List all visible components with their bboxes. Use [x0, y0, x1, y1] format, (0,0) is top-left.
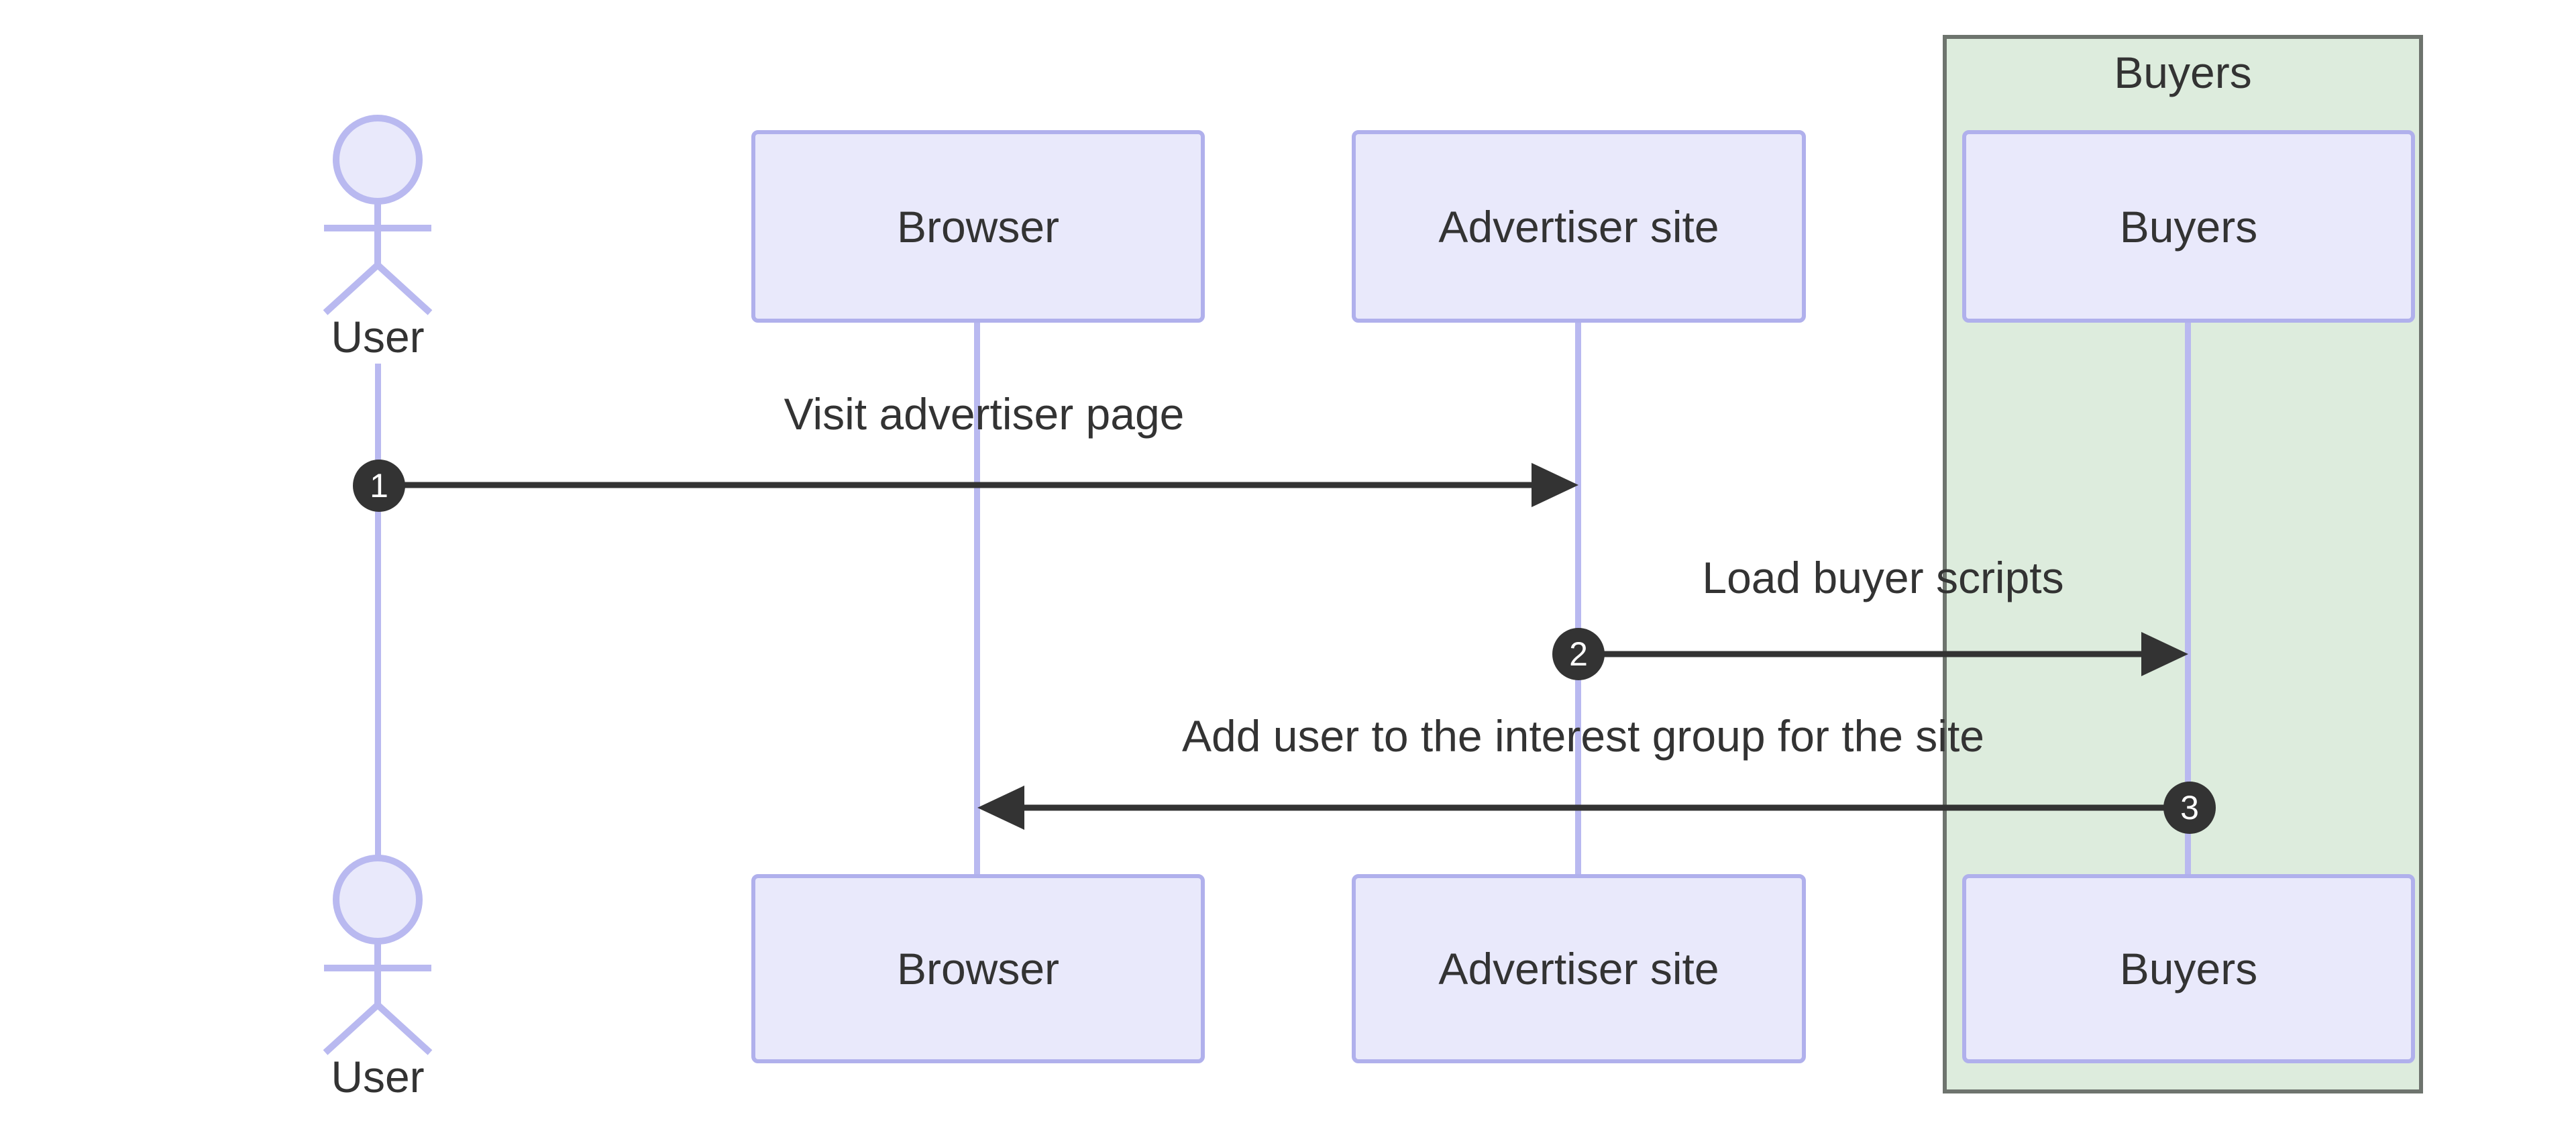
participant-browser-label: Browser — [896, 944, 1060, 994]
lifeline-browser — [974, 321, 980, 876]
actor-label-user-top: User — [331, 312, 425, 362]
participant-buyers-label: Buyers — [2119, 944, 2258, 994]
lifeline-buyers — [2185, 321, 2191, 876]
participant-browser-bottom: Browser — [751, 874, 1205, 1063]
participant-advertiser-site-label: Advertiser site — [1438, 201, 1719, 252]
buyers-group-label: Buyers — [2114, 48, 2252, 97]
participant-buyers-bottom: Buyers — [1962, 874, 2415, 1063]
sequence-number-badge-3: 3 — [2163, 782, 2216, 834]
participant-buyers-top: Buyers — [1962, 130, 2415, 323]
user-actor-icon — [323, 115, 433, 315]
lifeline-user — [375, 364, 381, 859]
participant-advertiser-site-bottom: Advertiser site — [1352, 874, 1806, 1063]
participant-advertiser-site-label: Advertiser site — [1438, 944, 1719, 994]
message-label-3: Add user to the interest group for the s… — [1181, 711, 1985, 761]
participant-buyers-label: Buyers — [2119, 201, 2258, 252]
lifeline-advertiser — [1575, 321, 1581, 876]
sequence-number-badge-1: 1 — [353, 460, 405, 512]
actor-label-user-bottom: User — [331, 1052, 425, 1102]
sequence-number-badge-2: 2 — [1552, 628, 1605, 680]
participant-browser-top: Browser — [751, 130, 1205, 323]
user-actor-icon — [323, 855, 433, 1055]
message-label-1: Visit advertiser page — [784, 389, 1185, 439]
message-label-2: Load buyer scripts — [1702, 553, 2064, 602]
participant-advertiser-site-top: Advertiser site — [1352, 130, 1806, 323]
participant-browser-label: Browser — [896, 201, 1060, 252]
